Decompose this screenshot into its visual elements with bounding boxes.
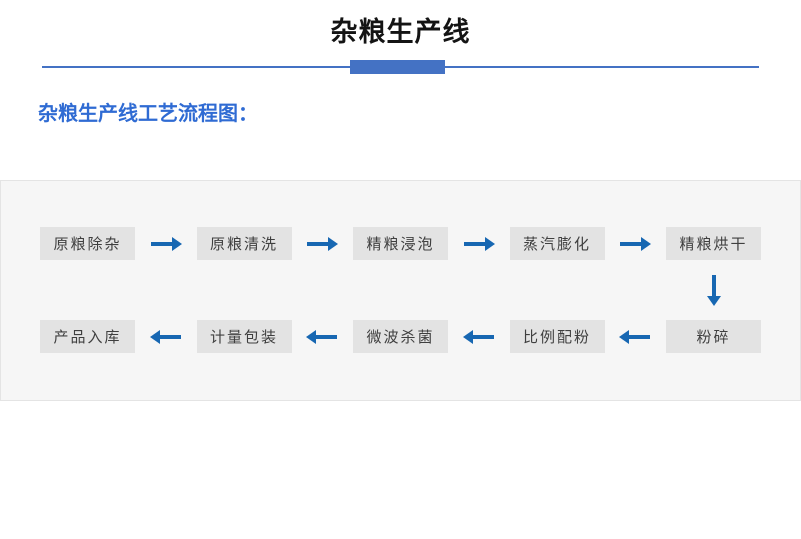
- flow-row: 产品入库 计量包装 微波杀菌 比例配粉 粉碎: [40, 320, 761, 353]
- arrow-left-icon: [306, 329, 338, 344]
- arrow-right-icon: [463, 236, 495, 251]
- arrow-right-icon: [307, 236, 339, 251]
- process-step-box: 微波杀菌: [353, 320, 448, 353]
- flow-gap: [605, 236, 667, 251]
- process-step-box: 精粮烘干: [666, 227, 761, 260]
- arrow-left-icon: [462, 329, 494, 344]
- flow-row: 原粮除杂 原粮清洗 精粮浸泡 蒸汽膨化 精粮烘干: [40, 227, 761, 260]
- flowchart-panel: 原粮除杂 原粮清洗 精粮浸泡 蒸汽膨化 精粮烘干产品入库 计量包装 微波杀菌 比例配粉 粉碎: [0, 180, 801, 401]
- flow-gap: [292, 236, 354, 251]
- flow-gap: [135, 236, 197, 251]
- process-step-box: 原粮除杂: [40, 227, 135, 260]
- process-step-box: 产品入库: [40, 320, 135, 353]
- process-step-box: 比例配粉: [509, 320, 605, 353]
- flow-gap: [292, 329, 354, 344]
- row-connector: [40, 260, 761, 320]
- process-step-box: 蒸汽膨化: [509, 227, 605, 260]
- title-divider: [42, 60, 759, 74]
- process-step-box: 原粮清洗: [196, 227, 292, 260]
- flow-gap: [135, 329, 197, 344]
- process-step-box: 精粮浸泡: [353, 227, 448, 260]
- arrow-left-icon: [619, 329, 651, 344]
- process-step-box: 粉碎: [666, 320, 761, 353]
- page: 杂粮生产线 杂粮生产线工艺流程图： 原粮除杂 原粮清洗 精粮浸泡 蒸汽膨化 精粮烘干产品…: [0, 0, 801, 401]
- page-title: 杂粮生产线: [330, 17, 471, 47]
- flowchart: 原粮除杂 原粮清洗 精粮浸泡 蒸汽膨化 精粮烘干产品入库 计量包装 微波杀菌 比例配粉 粉碎: [40, 227, 761, 353]
- process-step-box: 计量包装: [196, 320, 292, 353]
- arrow-right-icon: [620, 236, 652, 251]
- arrow-down-icon: [706, 275, 721, 306]
- flow-gap: [448, 329, 510, 344]
- flow-gap: [605, 329, 667, 344]
- flow-gap: [448, 236, 510, 251]
- row-connector-cell: [666, 260, 761, 320]
- arrow-right-icon: [150, 236, 182, 251]
- divider-accent-block: [350, 60, 445, 74]
- section-subtitle: 杂粮生产线工艺流程图：: [38, 103, 258, 125]
- arrow-left-icon: [149, 329, 181, 344]
